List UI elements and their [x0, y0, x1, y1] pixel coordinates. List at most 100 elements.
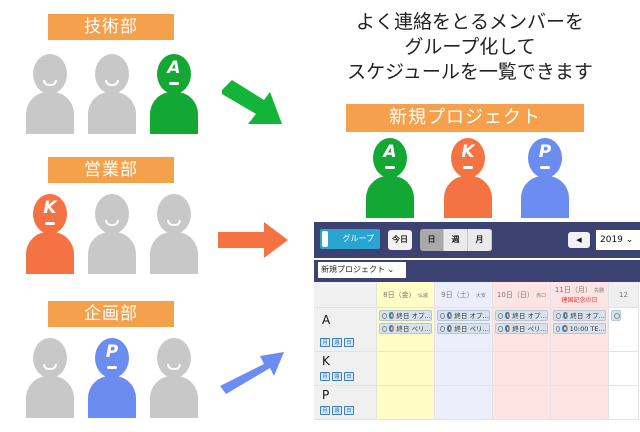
view-shortcut-icons: 月 週 日	[320, 406, 354, 415]
clock-icon	[440, 312, 445, 319]
group-toggle-button[interactable]: グループ	[320, 229, 380, 249]
headline-line-1: よく連絡をとるメンバーを	[355, 11, 584, 33]
arrow-right-icon	[218, 222, 288, 258]
day-cell[interactable]	[551, 386, 609, 420]
event-item[interactable]: 終日 オプ…	[553, 310, 606, 321]
chevron-down-icon: ⌄	[622, 235, 634, 245]
clock-icon	[498, 312, 503, 319]
week-view-icon[interactable]: 週	[332, 406, 342, 415]
day-view-icon[interactable]: 日	[344, 338, 354, 347]
week-view-icon[interactable]: 週	[332, 372, 342, 381]
day-cell[interactable]: 終日 オプ… 終日 ペリ…	[493, 308, 551, 352]
view-week-button[interactable]: 週	[444, 229, 468, 251]
headline: よく連絡をとるメンバーを グループ化して スケジュールを一覧できます	[310, 10, 630, 85]
clock-icon	[382, 325, 387, 332]
holiday-label: 建国記念の日	[561, 297, 598, 304]
event-item[interactable]: 10:00 TE…	[553, 323, 606, 334]
status-ring-icon	[388, 312, 395, 319]
day-cell[interactable]	[609, 352, 639, 386]
dept-label-engineering: 技術部	[48, 14, 174, 40]
member-cell: P 月 週 日	[314, 386, 377, 420]
clock-icon	[440, 325, 445, 332]
day-cell[interactable]	[493, 386, 551, 420]
member-name[interactable]: P	[322, 388, 330, 402]
status-ring-icon	[504, 312, 511, 319]
event-item[interactable]	[611, 310, 621, 321]
date-header[interactable]: 11日（月） 先勝 建国記念の日	[551, 282, 609, 308]
schedule-grid: 8日（金） 仏滅 9日（土） 大安 10日（日） 赤口 11日（月） 先勝 建国…	[314, 282, 640, 420]
date-header[interactable]: 9日（土） 大安	[435, 282, 493, 308]
day-view-icon[interactable]: 日	[344, 372, 354, 381]
month-view-icon[interactable]: 月	[320, 406, 330, 415]
view-switcher: 日 週 月	[420, 229, 492, 251]
person-gray	[150, 338, 198, 418]
clock-icon	[614, 312, 620, 319]
person-p: P	[88, 338, 136, 418]
headline-line-3: スケジュールを一覧できます	[347, 61, 593, 83]
person-k: K	[26, 194, 74, 274]
day-cell[interactable]	[435, 352, 493, 386]
date-header-row: 8日（金） 仏滅 9日（土） 大安 10日（日） 赤口 11日（月） 先勝 建国…	[314, 282, 640, 308]
status-ring-icon	[504, 325, 511, 332]
arrow-up-right-icon	[220, 352, 284, 394]
day-cell[interactable]	[609, 308, 639, 352]
person-gray	[26, 54, 74, 134]
group-select-bar: 新規プロジェクト ⌄	[314, 260, 640, 282]
day-cell[interactable]	[377, 352, 435, 386]
arrow-down-right-icon	[222, 80, 282, 124]
status-ring-icon	[562, 312, 569, 319]
member-row-p: P 月 週 日	[314, 386, 640, 420]
day-cell[interactable]	[377, 386, 435, 420]
status-ring-icon	[446, 325, 453, 332]
event-item[interactable]: 終日 オプ…	[495, 310, 548, 321]
date-header[interactable]: 8日（金） 仏滅	[377, 282, 435, 308]
day-cell[interactable]: 終日 オプ… 10:00 TE…	[551, 308, 609, 352]
member-name[interactable]: K	[322, 354, 330, 368]
event-item[interactable]: 終日 ペリ…	[379, 323, 432, 334]
event-item[interactable]: 終日 オプ…	[379, 310, 432, 321]
member-name[interactable]: A	[322, 313, 331, 327]
group-select[interactable]: 新規プロジェクト ⌄	[318, 262, 406, 278]
member-cell: A 月 週 日	[314, 308, 377, 352]
clock-icon	[382, 312, 387, 319]
prev-arrow-icon[interactable]: ◀	[568, 232, 590, 248]
month-view-icon[interactable]: 月	[320, 338, 330, 347]
view-shortcut-icons: 月 週 日	[320, 372, 354, 381]
dept-label-sales: 営業部	[48, 157, 174, 183]
member-cell: K 月 週 日	[314, 352, 377, 386]
status-ring-icon	[562, 325, 568, 332]
clock-icon	[498, 325, 503, 332]
calendar-toolbar: グループ 今日 日 週 月 ◀ 2019 ⌄	[314, 222, 640, 258]
day-cell[interactable]	[609, 386, 639, 420]
day-cell[interactable]	[493, 352, 551, 386]
event-item[interactable]: 終日 オプ…	[437, 310, 490, 321]
clock-icon	[556, 312, 561, 319]
view-month-button[interactable]: 月	[468, 229, 492, 251]
today-button[interactable]: 今日	[388, 230, 412, 250]
person-gray	[150, 194, 198, 274]
year-select[interactable]: 2019 ⌄	[596, 230, 640, 250]
day-cell[interactable]	[551, 352, 609, 386]
date-header[interactable]: 10日（日） 赤口	[493, 282, 551, 308]
member-row-k: K 月 週 日	[314, 352, 640, 386]
chevron-down-icon: ⌄	[385, 265, 395, 274]
toggle-knob	[322, 231, 328, 247]
project-member-p: P	[521, 138, 569, 218]
week-view-icon[interactable]: 週	[332, 338, 342, 347]
month-view-icon[interactable]: 月	[320, 372, 330, 381]
day-cell[interactable]: 終日 オプ… 終日 ペリ…	[377, 308, 435, 352]
project-label: 新規プロジェクト	[346, 104, 584, 132]
view-shortcut-icons: 月 週 日	[320, 338, 354, 347]
view-day-button[interactable]: 日	[420, 229, 444, 251]
date-header[interactable]: 12	[609, 282, 639, 308]
person-gray	[88, 54, 136, 134]
day-cell[interactable]: 終日 オプ… 終日 ペリ…	[435, 308, 493, 352]
day-view-icon[interactable]: 日	[344, 406, 354, 415]
person-a: A	[150, 54, 198, 134]
project-member-k: K	[444, 138, 492, 218]
group-calendar: グループ 今日 日 週 月 ◀ 2019 ⌄ 新規プロジェクト ⌄ 8日（金） …	[314, 222, 640, 430]
day-cell[interactable]	[435, 386, 493, 420]
event-item[interactable]: 終日 ペリ…	[437, 323, 490, 334]
event-item[interactable]: 終日 ペリ…	[495, 323, 548, 334]
